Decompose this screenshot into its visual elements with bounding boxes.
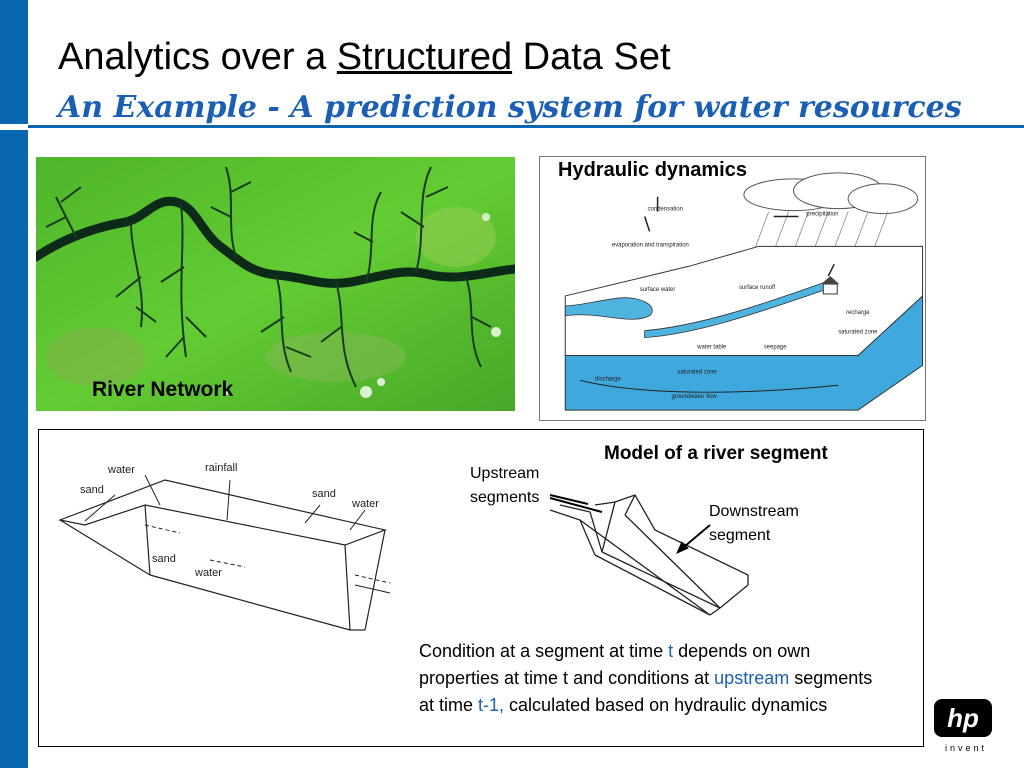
- upstream-segments-label: Upstream segments: [470, 462, 539, 510]
- sidebar-gap: [0, 124, 28, 130]
- river-segment-model-title: Model of a river segment: [604, 443, 828, 464]
- label-seepage: seepage: [764, 345, 787, 351]
- label-saturated-zone: saturated zone: [677, 369, 717, 375]
- sketch-sand-label-3: sand: [152, 553, 176, 565]
- label-discharge: discharge: [595, 376, 621, 382]
- caption-time-t-minus-1: t-1,: [478, 695, 505, 715]
- downstream-segment-label: Downstream segment: [709, 500, 799, 548]
- title-rule: [28, 125, 1024, 128]
- caption-part-2: depends on own properties at time t and …: [419, 641, 811, 688]
- caption-time-t: t: [668, 641, 674, 661]
- title-underlined: Structured: [336, 36, 513, 78]
- model-caption: Condition at a segment at time t depends…: [419, 638, 889, 719]
- sketch-sand-label-1: sand: [80, 484, 104, 496]
- river-segment-diagram: [549, 494, 749, 616]
- hydraulic-dynamics-title: Hydraulic dynamics: [558, 159, 747, 181]
- caption-part-1: Condition at a segment at time: [419, 641, 669, 661]
- upstream-label-line-1: Upstream: [470, 465, 540, 482]
- upstream-label-line-2: segments: [470, 489, 540, 506]
- river-network-image: [36, 157, 515, 411]
- title-after: Data Set: [512, 36, 671, 78]
- label-water-table: water table: [696, 345, 727, 351]
- sidebar-bar: [0, 0, 28, 768]
- label-precipitation: precipitation: [806, 212, 838, 218]
- sketch-water-label-3: water: [194, 567, 222, 579]
- label-groundwater-flow: groundwater flow: [671, 394, 717, 400]
- label-surface-water: surface water: [640, 287, 676, 293]
- label-saturated-zone-side: saturated zone: [838, 330, 878, 336]
- downstream-label-line-1: Downstream: [709, 503, 799, 520]
- slide-title: Analytics over a Structured Data Set: [58, 36, 671, 79]
- hp-logo: hp invent: [934, 699, 992, 753]
- channel-cross-section-sketch: water sand rainfall sand water sand wate…: [57, 462, 391, 631]
- title-before: Analytics over a: [58, 36, 337, 78]
- sketch-water-label-2: water: [351, 498, 379, 510]
- river-network-label: River Network: [92, 378, 234, 401]
- sketch-sand-label-2: sand: [312, 488, 336, 500]
- hp-logo-tagline: invent: [945, 743, 987, 753]
- river-segment-model-panel: [38, 429, 924, 747]
- caption-upstream: upstream: [714, 668, 790, 688]
- hp-logo-mark: hp: [947, 703, 979, 733]
- hydraulic-dynamics-diagram: condensation evaporation and transpirati…: [539, 156, 926, 421]
- downstream-label-line-2: segment: [709, 527, 771, 544]
- label-condensation: condensation: [648, 207, 683, 213]
- sketch-water-label-1: water: [107, 464, 135, 476]
- label-surface-runoff: surface runoff: [739, 285, 776, 291]
- sketch-rainfall-label: rainfall: [205, 462, 237, 474]
- label-evaporation: evaporation and transpiration: [612, 242, 689, 248]
- caption-part-4: calculated based on hydraulic dynamics: [504, 695, 828, 715]
- caption-part-3: segments at time: [419, 668, 873, 715]
- label-recharge: recharge: [846, 310, 870, 316]
- slide-subtitle: An Example - A prediction system for wat…: [58, 90, 962, 125]
